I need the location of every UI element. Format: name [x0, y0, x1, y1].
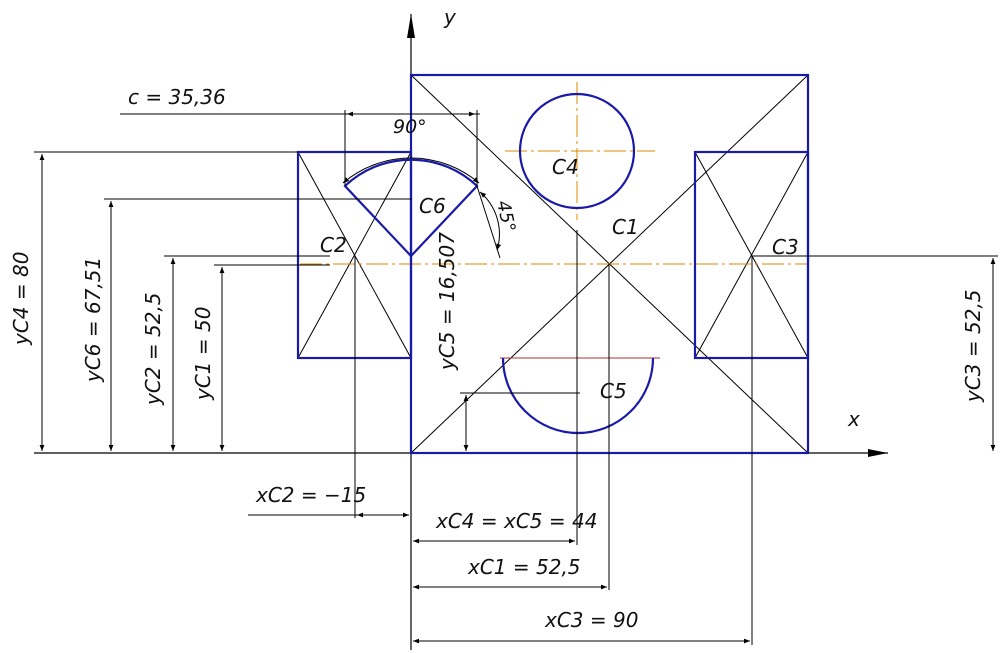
centroid-label-c4: C4 [552, 155, 579, 179]
centroid-label-c3: C3 [772, 235, 799, 259]
dim-label-xc3: xC3 = 90 [544, 608, 638, 632]
dim-label-yc4: yC4 = 80 [9, 252, 33, 346]
dim-label-angle-45: 45° [492, 199, 519, 235]
axis-label-y: y [443, 5, 457, 29]
dim-label-angle-90: 90° [393, 116, 427, 138]
dim-label-yc1: yC1 = 50 [191, 307, 215, 401]
centroid-label-c2: C2 [320, 233, 347, 257]
dimension-lines [39, 111, 996, 644]
dim-label-yc6: yC6 = 67,51 [81, 257, 105, 383]
centroid-label-c1: C1 [612, 215, 639, 239]
centroid-label-c5: C5 [600, 379, 627, 403]
centroid-label-c6: C6 [419, 194, 446, 218]
dim-label-yc2: yC2 = 52,5 [141, 292, 165, 406]
dim-label-xc4-xc5: xC4 = xC5 = 44 [435, 509, 597, 533]
labels: y x C1 C2 C3 C4 C5 C6 c = 35,36 90° 45° … [9, 5, 985, 632]
extension-lines [34, 110, 998, 645]
dim-label-c: c = 35,36 [128, 85, 226, 109]
dim-label-yc5: yC5 = 16,507 [435, 232, 459, 371]
center-lines [300, 82, 808, 359]
dim-label-yc3: yC3 = 52,5 [961, 289, 985, 403]
axis-label-x: x [847, 407, 860, 431]
dim-label-xc2: xC2 = −15 [255, 483, 366, 507]
dim-label-xc1: xC1 = 52,5 [467, 555, 581, 579]
